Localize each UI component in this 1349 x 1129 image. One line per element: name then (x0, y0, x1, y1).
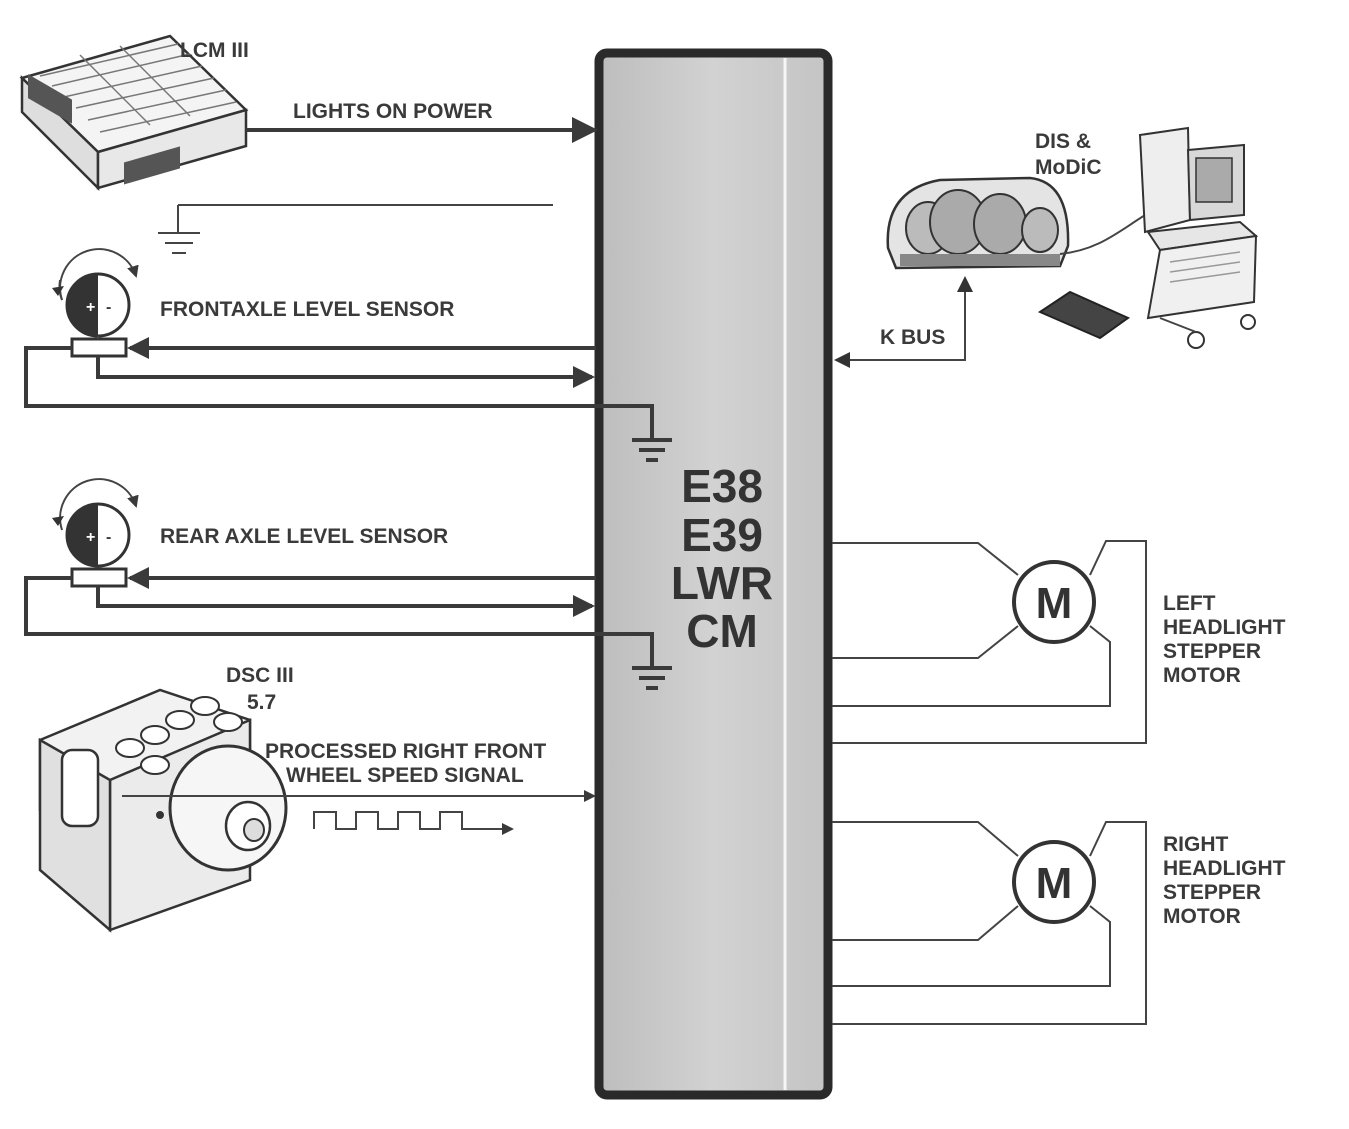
rear-sensor-minus: - (106, 529, 111, 546)
dis-cable (1059, 211, 1151, 255)
left-motor-wiring (832, 540, 1147, 744)
right-motor-label-4: MOTOR (1163, 905, 1241, 928)
k-bus-label: K BUS (880, 326, 945, 349)
rear-axle-sensor-icon (52, 478, 139, 588)
rear-sensor-label: REAR AXLE LEVEL SENSOR (160, 525, 448, 548)
front-sensor-plus: + (86, 299, 95, 316)
dis-label-line-2: MoDiC (1035, 156, 1102, 179)
ground-symbol-front (632, 438, 672, 462)
module-label-line-2: E39 (681, 509, 763, 561)
k-bus-wire (840, 282, 966, 361)
module-label-line-4: CM (686, 605, 758, 657)
k-bus-arrow-up (957, 276, 973, 292)
instrument-cluster-icon (886, 176, 1070, 270)
dis-modic-tester-icon (1037, 126, 1259, 349)
ground-symbol-rear (632, 666, 672, 690)
dsc-label-line-1: DSC III (226, 664, 294, 687)
lcm-module-icon (19, 34, 249, 192)
front-axle-sensor-icon (52, 248, 139, 358)
module-label-line-3: LWR (671, 557, 773, 609)
right-motor-label-2: HEADLIGHT (1163, 857, 1286, 880)
left-motor-symbol: M (1036, 579, 1073, 628)
lcm-label: LCM III (180, 39, 249, 62)
module-label-line-1: E38 (681, 460, 763, 512)
right-motor-label-1: RIGHT (1163, 833, 1229, 856)
dsc-unit-icon (38, 688, 288, 933)
left-motor-label-4: MOTOR (1163, 664, 1241, 687)
right-motor-icon (1012, 840, 1096, 924)
rear-sensor-signal-wire (96, 586, 595, 617)
left-motor-label-1: LEFT (1163, 592, 1216, 615)
k-bus-arrow-left (834, 352, 850, 368)
ground-symbol-lcm (158, 204, 553, 254)
front-sensor-signal-wire (96, 356, 595, 388)
rear-sensor-plus: + (86, 529, 95, 546)
front-sensor-ground-wire (24, 346, 654, 440)
rear-sensor-ground-wire (24, 576, 654, 668)
left-motor-label-3: STEPPER (1163, 640, 1261, 663)
square-wave-signal (313, 811, 514, 835)
right-motor-wiring (832, 821, 1147, 1025)
left-motor-icon (1012, 560, 1096, 644)
left-motor-label-2: HEADLIGHT (1163, 616, 1286, 639)
dis-label-line-1: DIS & (1035, 130, 1091, 153)
front-sensor-label: FRONTAXLE LEVEL SENSOR (160, 298, 454, 321)
right-motor-label-3: STEPPER (1163, 881, 1261, 904)
lwr-control-module (594, 48, 833, 1100)
wheel-speed-label-line-2: WHEEL SPEED SIGNAL (286, 764, 524, 787)
right-motor-symbol: M (1036, 859, 1073, 908)
dsc-label-line-2: 5.7 (247, 691, 276, 714)
lights-on-power-label: LIGHTS ON POWER (293, 100, 493, 123)
front-sensor-minus: - (106, 299, 111, 316)
wheel-speed-label-line-1: PROCESSED RIGHT FRONT (265, 740, 546, 763)
